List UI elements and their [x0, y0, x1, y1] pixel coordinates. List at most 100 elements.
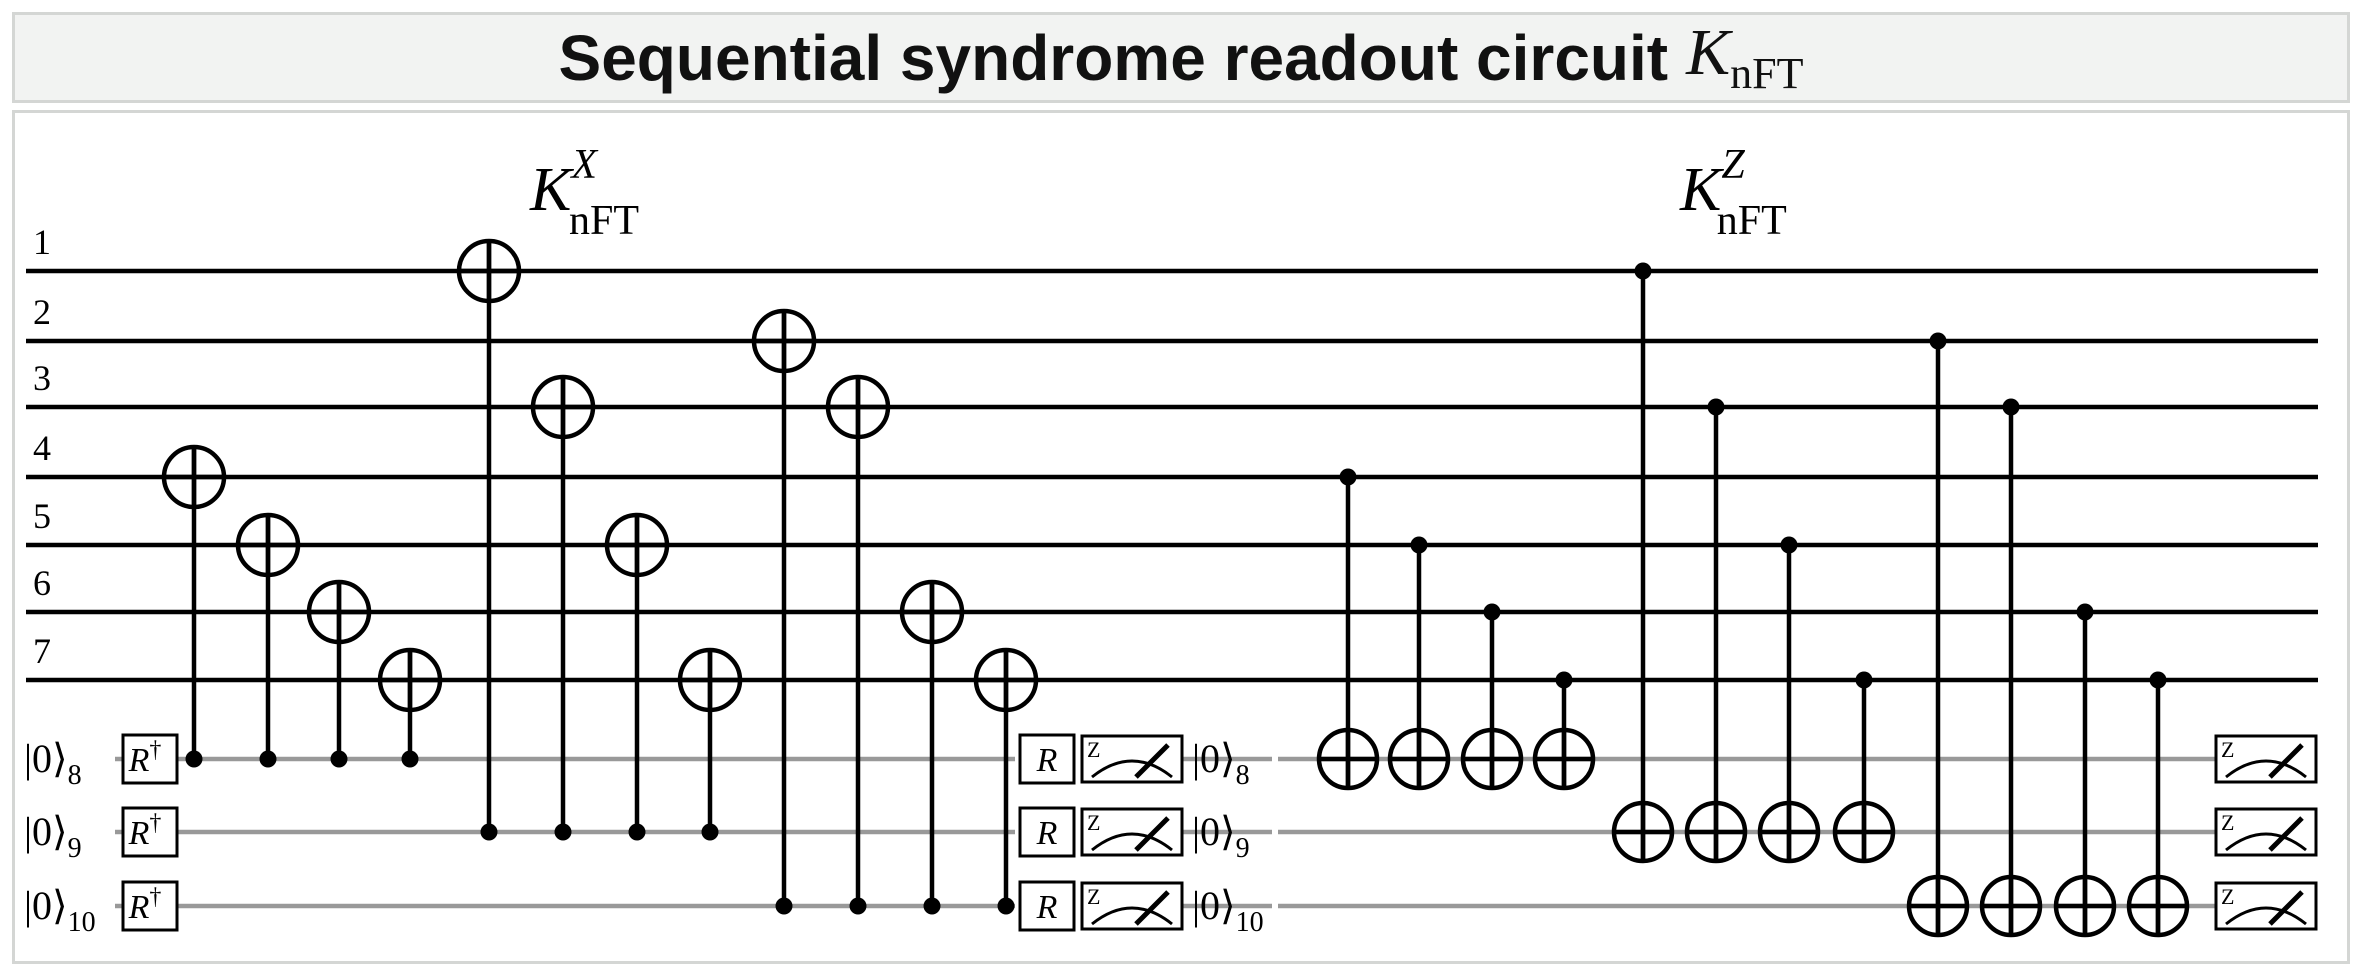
gate-dagger: †	[149, 884, 161, 910]
ket-subscript: 9	[68, 833, 82, 864]
figure-title-math: KnFT	[1686, 15, 1803, 99]
gate-dagger: †	[149, 737, 161, 763]
section-symbol: K	[529, 156, 575, 224]
meter-arc	[2225, 759, 2307, 779]
meter-label: Z	[2221, 737, 2234, 762]
gate-letter: R	[1036, 889, 1058, 926]
section-superscript: Z	[1721, 142, 1745, 188]
title-math-subscript: nFT	[1730, 49, 1804, 99]
meter-label: Z	[1087, 884, 1100, 909]
meter-label: Z	[1087, 810, 1100, 835]
meter-arc	[1091, 832, 1173, 852]
ket-symbol: |0⟩	[24, 883, 68, 928]
qubit-label: 7	[33, 631, 51, 671]
section-subscript: nFT	[569, 198, 639, 244]
ket-subscript: 9	[1236, 833, 1250, 864]
ket-symbol: |0⟩	[24, 809, 68, 854]
control-dot	[1339, 468, 1357, 486]
title-math-symbol: K	[1686, 16, 1731, 90]
gate-letter: R	[128, 742, 150, 779]
meter-label: Z	[2221, 810, 2234, 835]
gate-dagger: †	[149, 810, 161, 836]
control-dot	[923, 897, 941, 915]
ancilla-ket-label: |0⟩9	[24, 809, 82, 864]
ket-symbol: |0⟩	[1192, 883, 1236, 928]
ancilla-ket-label: |0⟩10	[24, 883, 96, 938]
meter-box	[2214, 807, 2318, 857]
gate-letter: R	[1036, 742, 1058, 779]
meter-label: Z	[1087, 737, 1100, 762]
gate-label: R	[1036, 815, 1058, 852]
qubit-label: 2	[33, 292, 51, 332]
control-dot	[401, 750, 419, 768]
figure-title-text: Sequential syndrome readout circuit	[558, 21, 1669, 94]
meter-needle	[1134, 816, 1170, 852]
gate-label: R†	[128, 737, 162, 779]
ket-subscript: 10	[1236, 907, 1264, 938]
gate-label: R	[1036, 742, 1058, 779]
control-dot	[1410, 536, 1428, 554]
meter-box	[2214, 881, 2318, 931]
control-dot	[330, 750, 348, 768]
meter-label: Z	[2221, 884, 2234, 909]
gate-box	[1018, 733, 1076, 785]
figure-title: Sequential syndrome readout circuit KnFT	[12, 12, 2350, 103]
gate-letter: R	[128, 889, 150, 926]
meter-arc	[2225, 906, 2307, 926]
meter-arc	[1091, 759, 1173, 779]
control-dot	[1780, 536, 1798, 554]
control-dot	[2002, 398, 2020, 416]
control-dot	[628, 823, 646, 841]
gate-letter: R	[1036, 815, 1058, 852]
qubit-label: 3	[33, 358, 51, 398]
qubit-label: 5	[33, 496, 51, 536]
gate-letter: R	[128, 815, 150, 852]
meter-box	[1080, 734, 1184, 784]
gate-box	[1018, 880, 1076, 932]
ancilla-ket-label: |0⟩8	[1192, 736, 1250, 791]
control-dot	[480, 823, 498, 841]
section-subscript: nFT	[1717, 198, 1787, 244]
ket-subscript: 8	[68, 760, 82, 791]
ancilla-ket-label: |0⟩9	[1192, 809, 1250, 864]
control-dot	[1483, 603, 1501, 621]
gate-label: R	[1036, 889, 1058, 926]
control-dot	[775, 897, 793, 915]
meter-arc	[2225, 832, 2307, 852]
gate-box	[121, 806, 179, 858]
control-dot	[259, 750, 277, 768]
control-dot	[554, 823, 572, 841]
meter-arc	[1091, 906, 1173, 926]
ket-symbol: |0⟩	[1192, 809, 1236, 854]
meter-box	[1080, 807, 1184, 857]
section-symbol: K	[1679, 156, 1725, 224]
section-superscript: X	[569, 142, 599, 188]
qubit-label: 4	[33, 428, 51, 468]
meter-needle	[2268, 890, 2304, 926]
ancilla-ket-label: |0⟩8	[24, 736, 82, 791]
control-dot	[2076, 603, 2094, 621]
ancilla-ket-label: |0⟩10	[1192, 883, 1264, 938]
qubit-label: 1	[33, 222, 51, 262]
meter-needle	[2268, 743, 2304, 779]
meter-box	[1080, 881, 1184, 931]
ket-symbol: |0⟩	[24, 736, 68, 781]
meter-box	[2214, 734, 2318, 784]
ket-subscript: 10	[68, 907, 96, 938]
gate-label: R†	[128, 810, 162, 852]
gate-box	[121, 880, 179, 932]
control-dot	[1634, 262, 1652, 280]
control-dot	[2149, 671, 2167, 689]
gate-box	[121, 733, 179, 785]
gate-box	[1018, 806, 1076, 858]
control-dot	[701, 823, 719, 841]
control-dot	[849, 897, 867, 915]
control-dot	[1929, 332, 1947, 350]
meter-needle	[1134, 743, 1170, 779]
control-dot	[1555, 671, 1573, 689]
